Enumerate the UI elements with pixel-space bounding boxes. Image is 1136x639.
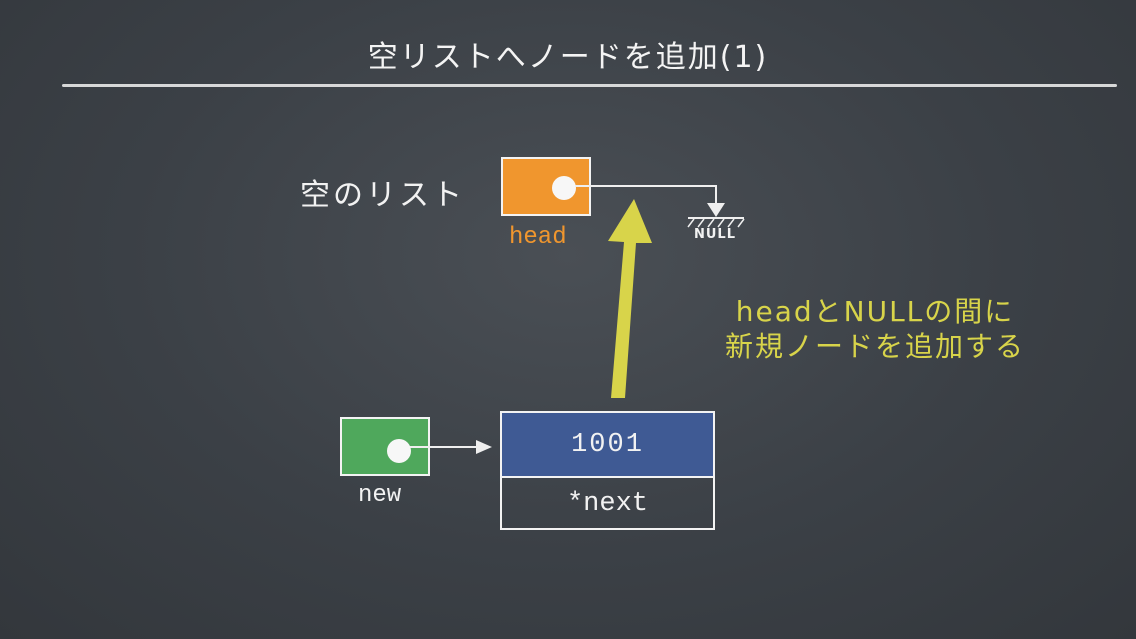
insert-arrow: [608, 199, 652, 398]
node-next-field: *next: [566, 489, 648, 519]
null-arrowhead: [707, 203, 725, 217]
slide-title: 空リストへノードを追加(1): [367, 40, 769, 75]
insert-note: headとNULLの間に 新規ノードを追加する: [700, 294, 1050, 364]
insert-note-line1: headとNULLの間に: [735, 295, 1015, 328]
title-divider: [62, 84, 1117, 87]
head-null-connector: [575, 185, 717, 207]
new-label: new: [358, 482, 402, 509]
head-label: head: [509, 224, 567, 251]
new-pointer-dot: [387, 439, 411, 463]
null-label: NULL: [694, 227, 737, 242]
head-pointer-dot: [552, 176, 576, 200]
node-data-field: 1001: [502, 413, 713, 478]
list-node: 1001 *next: [500, 411, 715, 530]
new-node-arrowhead: [476, 440, 492, 454]
empty-list-label: 空のリスト: [300, 178, 465, 213]
insert-note-line2: 新規ノードを追加する: [724, 330, 1025, 363]
